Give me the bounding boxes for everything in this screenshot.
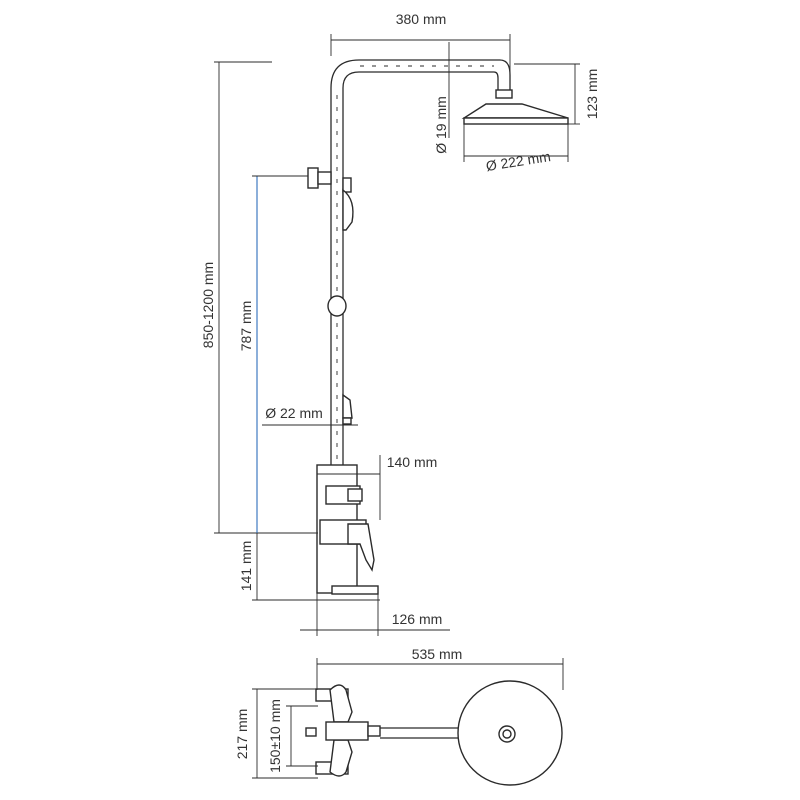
dimension-lines [214, 34, 580, 636]
hand-shower-holder [307, 167, 354, 231]
label-holder-height: 787 mm [238, 301, 254, 352]
slide-holder [327, 295, 347, 317]
hose-outlet [342, 393, 353, 425]
label-inlet-spacing: 150±10 mm [267, 699, 283, 773]
label-head-diameter: Ø 222 mm [485, 148, 552, 174]
label-spout-depth: 126 mm [392, 611, 443, 627]
label-head-height: 123 mm [584, 69, 600, 120]
label-mixer-width: 140 mm [387, 454, 438, 470]
riser-pipe [330, 59, 511, 465]
label-head-connector: Ø 19 mm [433, 96, 449, 154]
rain-shower-head [461, 89, 569, 125]
label-pipe-diameter: Ø 22 mm [265, 405, 323, 421]
label-total-width: 217 mm [234, 709, 250, 760]
label-total-depth: 535 mm [412, 646, 463, 662]
label-adjustable-height: 850-1200 mm [200, 262, 216, 348]
label-spout-height: 141 mm [238, 541, 254, 592]
top-view [252, 658, 564, 786]
label-arm-length: 380 mm [396, 11, 447, 27]
thermostatic-mixer [316, 464, 379, 595]
top-mixer [305, 684, 381, 777]
front-view [307, 59, 569, 595]
top-shower-head [457, 680, 563, 786]
